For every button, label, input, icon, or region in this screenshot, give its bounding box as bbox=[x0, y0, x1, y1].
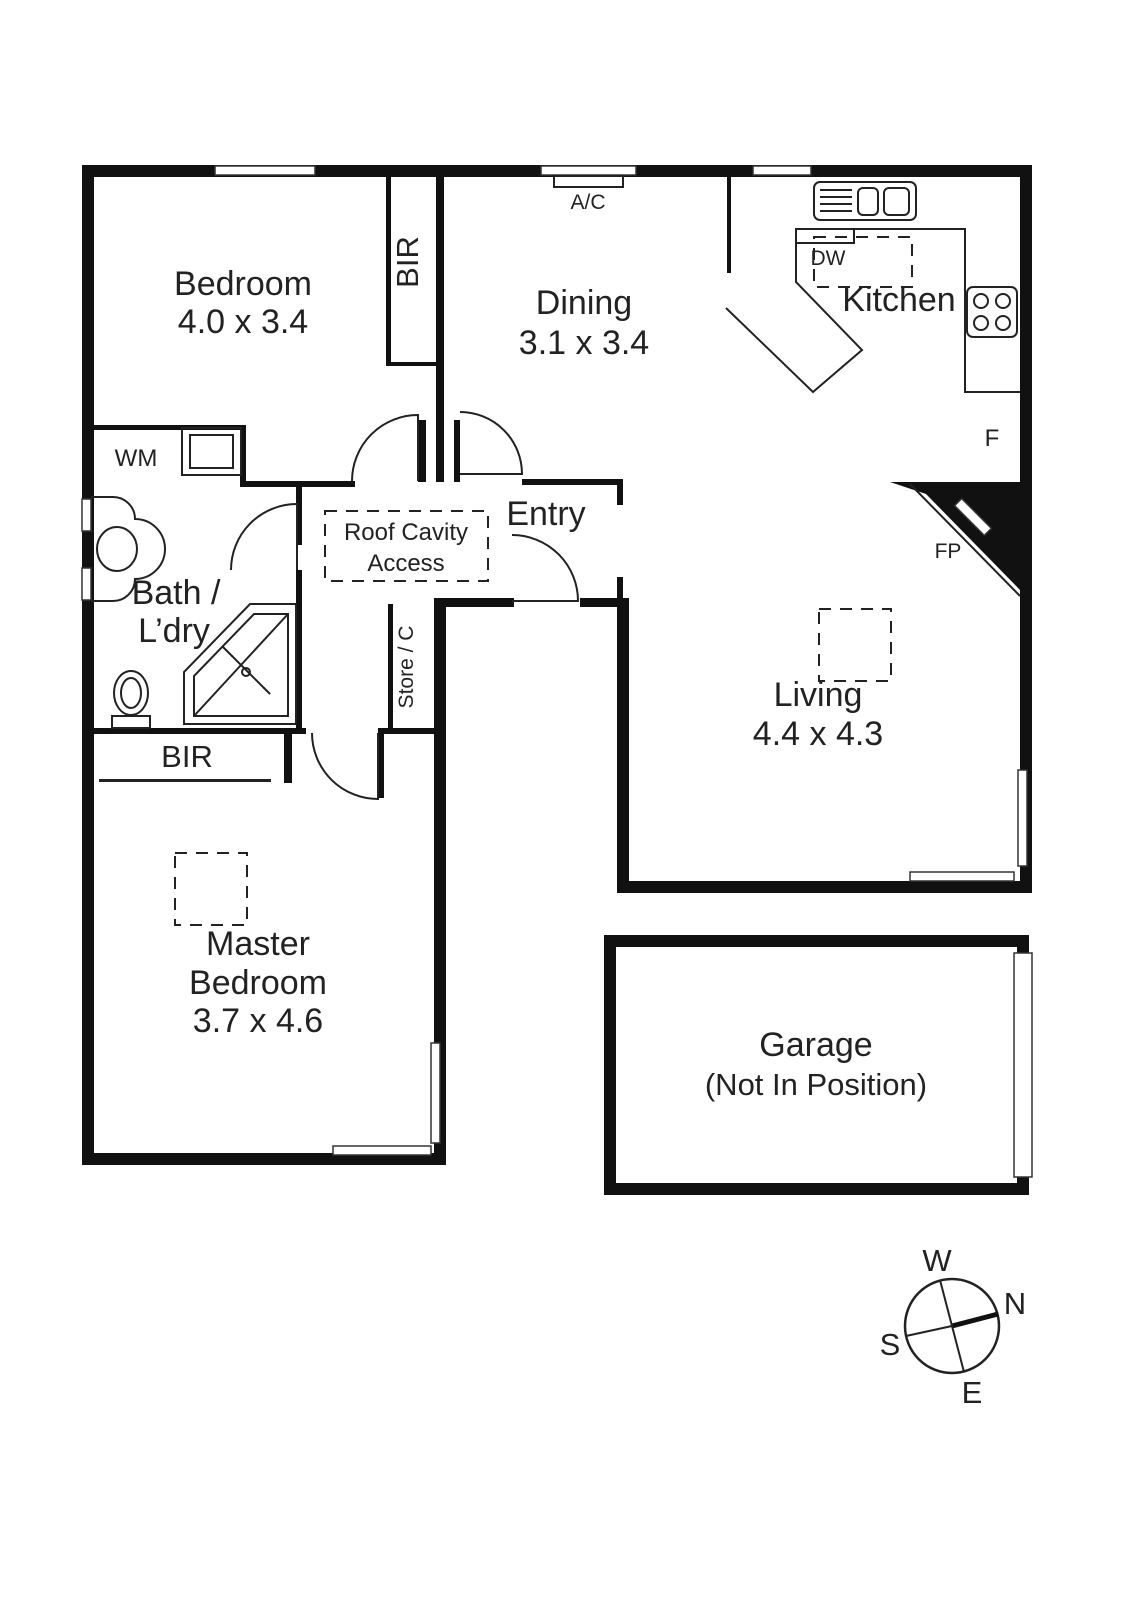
compass-south-label: S bbox=[880, 1327, 901, 1362]
compass-east-label: E bbox=[962, 1375, 983, 1410]
bath-name-line1: Bath / bbox=[132, 574, 221, 612]
garage-note: (Not In Position) bbox=[705, 1067, 927, 1102]
bir-top-label: BIR bbox=[390, 236, 425, 288]
fireplace bbox=[890, 482, 1021, 597]
dining-name: Dining bbox=[536, 284, 632, 322]
master-name-line2: Bedroom bbox=[189, 964, 327, 1002]
ac-label: A/C bbox=[570, 191, 605, 214]
bath-name-line2: L’dry bbox=[138, 612, 210, 650]
walls bbox=[82, 165, 1032, 1165]
windows bbox=[81, 165, 1028, 1156]
ceiling-outline-master bbox=[174, 852, 248, 926]
fireplace-label: FP bbox=[935, 540, 962, 563]
washing-machine-label: WM bbox=[115, 445, 158, 472]
garage bbox=[604, 935, 1033, 1195]
master-name-line1: Master bbox=[206, 925, 310, 963]
entry-name: Entry bbox=[506, 495, 585, 533]
roof-cavity-label-line1: Roof Cavity bbox=[344, 519, 468, 546]
cooktop-icon bbox=[966, 286, 1018, 338]
washing-machine bbox=[181, 427, 242, 476]
compass bbox=[903, 1277, 1001, 1375]
roof-cavity-access bbox=[324, 510, 489, 582]
dining-dims: 3.1 x 3.4 bbox=[519, 324, 649, 362]
kitchen-fixtures bbox=[725, 181, 1020, 394]
garage-name: Garage bbox=[759, 1026, 872, 1064]
bedroom-name: Bedroom bbox=[174, 265, 312, 303]
dishwasher-label: DW bbox=[811, 247, 846, 270]
living-name: Living bbox=[774, 676, 863, 714]
compass-west-label: W bbox=[922, 1243, 952, 1278]
bedroom-dims: 4.0 x 3.4 bbox=[178, 303, 308, 341]
doors bbox=[230, 411, 580, 801]
ac-unit bbox=[553, 175, 624, 188]
toilet-icon bbox=[111, 670, 151, 729]
roof-cavity-label-line2: Access bbox=[367, 550, 444, 577]
ceiling-outline-living bbox=[818, 608, 892, 682]
labels: Bedroom 4.0 x 3.4 BIR A/C Dining 3.1 x 3… bbox=[115, 191, 1027, 1410]
compass-north-label: N bbox=[1004, 1286, 1026, 1321]
bath-fixtures bbox=[91, 496, 297, 729]
bir-bottom-label: BIR bbox=[161, 739, 213, 774]
kitchen-name: Kitchen bbox=[842, 281, 955, 319]
master-dims: 3.7 x 4.6 bbox=[193, 1002, 323, 1040]
shower-icon bbox=[183, 603, 297, 725]
sink-icon bbox=[820, 189, 852, 212]
living-dims: 4.4 x 4.3 bbox=[753, 715, 883, 753]
fridge-label: F bbox=[985, 425, 1000, 452]
store-label: Store / C bbox=[395, 626, 418, 709]
